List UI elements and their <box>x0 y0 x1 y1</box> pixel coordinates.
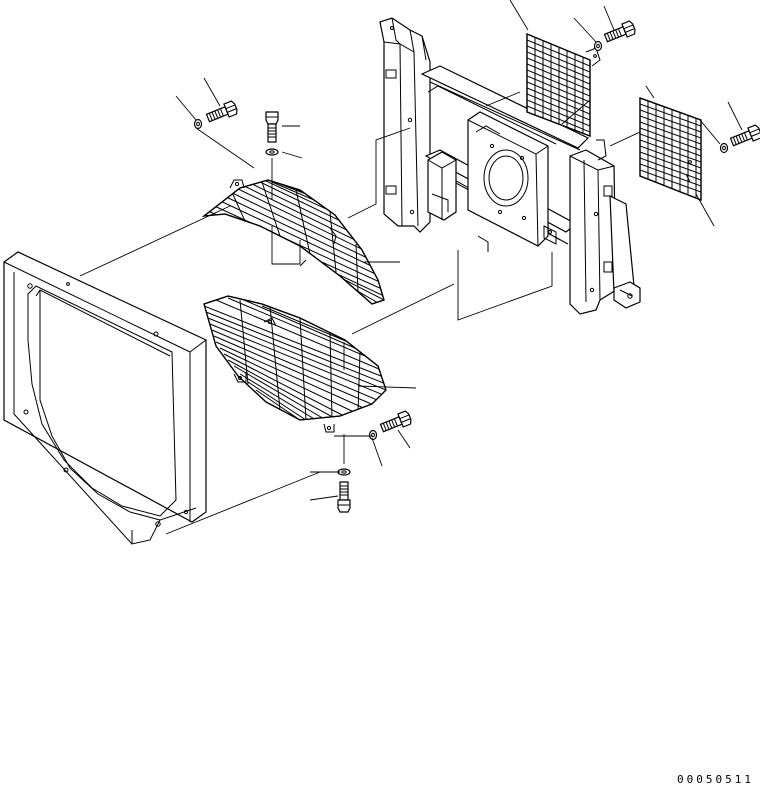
bolt-washer-screen-upper <box>595 20 637 50</box>
assembly-lines <box>80 92 690 534</box>
side-screen-lower <box>640 98 701 200</box>
bolt-washer-bottom-net-vertical <box>338 469 350 512</box>
bolt-washer-bottom-net-right <box>370 410 413 439</box>
bolt-washer-top-net-left <box>195 100 239 128</box>
upper-fan-guard-net <box>204 180 384 304</box>
radiator-support-frame <box>380 18 640 314</box>
bolt-washer-screen-lower <box>721 124 760 152</box>
callout-leaders <box>176 0 742 500</box>
side-screen-upper <box>527 34 600 136</box>
lower-fan-guard-net <box>204 296 386 432</box>
document-number: 00050511 <box>677 773 754 786</box>
fan-shroud <box>4 252 206 544</box>
bolt-washer-top-net-vertical <box>266 112 278 155</box>
